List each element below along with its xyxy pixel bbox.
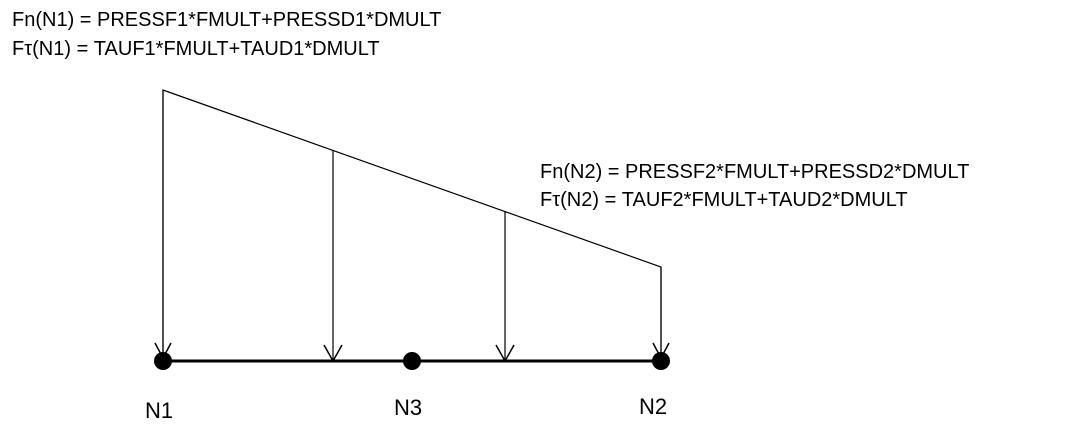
node-n2-dot: [652, 352, 670, 370]
node-n3-dot: [403, 352, 421, 370]
load-distribution-envelope: [162, 89, 662, 361]
n2-tangential-rest: (N2) = TAUF2*FMULT+TAUD2*DMULT: [560, 189, 907, 211]
n1-tangential-force-formula: Fτ(N1) = TAUF1*FMULT+TAUD1*DMULT: [12, 38, 380, 60]
tau-symbol: τ: [552, 189, 560, 211]
n2-tangential-force-formula: Fτ(N2) = TAUF2*FMULT+TAUD2*DMULT: [540, 189, 908, 211]
n2-normal-force-formula: Fn(N2) = PRESSF2*FMULT+PRESSD2*DMULT: [540, 161, 969, 183]
n1-normal-force-formula: Fn(N1) = PRESSF1*FMULT+PRESSD1*DMULT: [12, 9, 441, 31]
node-n2-label: N2: [639, 394, 667, 419]
tau-symbol: τ: [24, 38, 32, 60]
n2-tangential-prefix: F: [540, 189, 552, 211]
n1-tangential-prefix: F: [12, 38, 24, 60]
node-n1-label: N1: [145, 398, 173, 423]
n1-tangential-rest: (N1) = TAUF1*FMULT+TAUD1*DMULT: [32, 38, 379, 60]
node-n1-dot: [154, 352, 172, 370]
node-n3-label: N3: [394, 395, 422, 420]
